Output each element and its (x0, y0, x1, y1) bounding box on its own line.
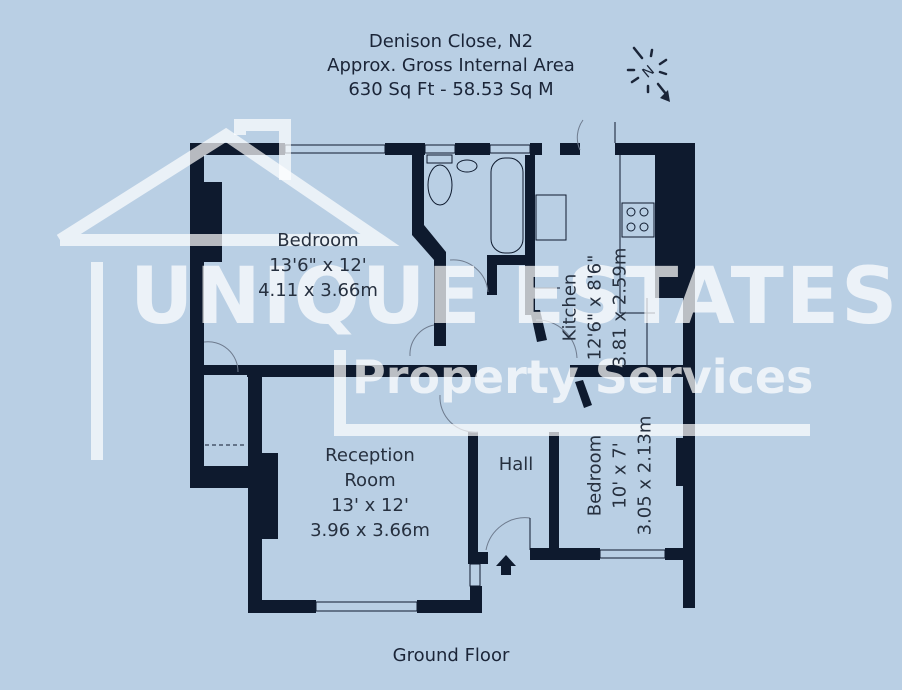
room-label-reception: Reception Room 13' x 12' 3.96 x 3.66m (310, 445, 430, 541)
north-arrow-icon: N (626, 46, 670, 102)
area-value: 630 Sq Ft - 58.53 Sq M (348, 79, 554, 100)
room-label-hall: Hall (498, 454, 534, 475)
plan-header: Denison Close, N2 Approx. Gross Internal… (0, 30, 902, 102)
floor-label: Ground Floor (392, 645, 510, 666)
room-label-bedroom-2: Bedroom 10' x 7' 3.05 x 2.13m (584, 415, 656, 536)
room-label-bedroom-1: Bedroom 13'6" x 12' 4.11 x 3.66m (258, 230, 378, 301)
area-title: Approx. Gross Internal Area (327, 55, 575, 76)
room-label-kitchen: Kitchen 12'6" x 8'6" 3.81 x 2.59m (559, 247, 631, 368)
address-title: Denison Close, N2 (368, 31, 534, 52)
entrance-arrow-icon (496, 555, 516, 575)
